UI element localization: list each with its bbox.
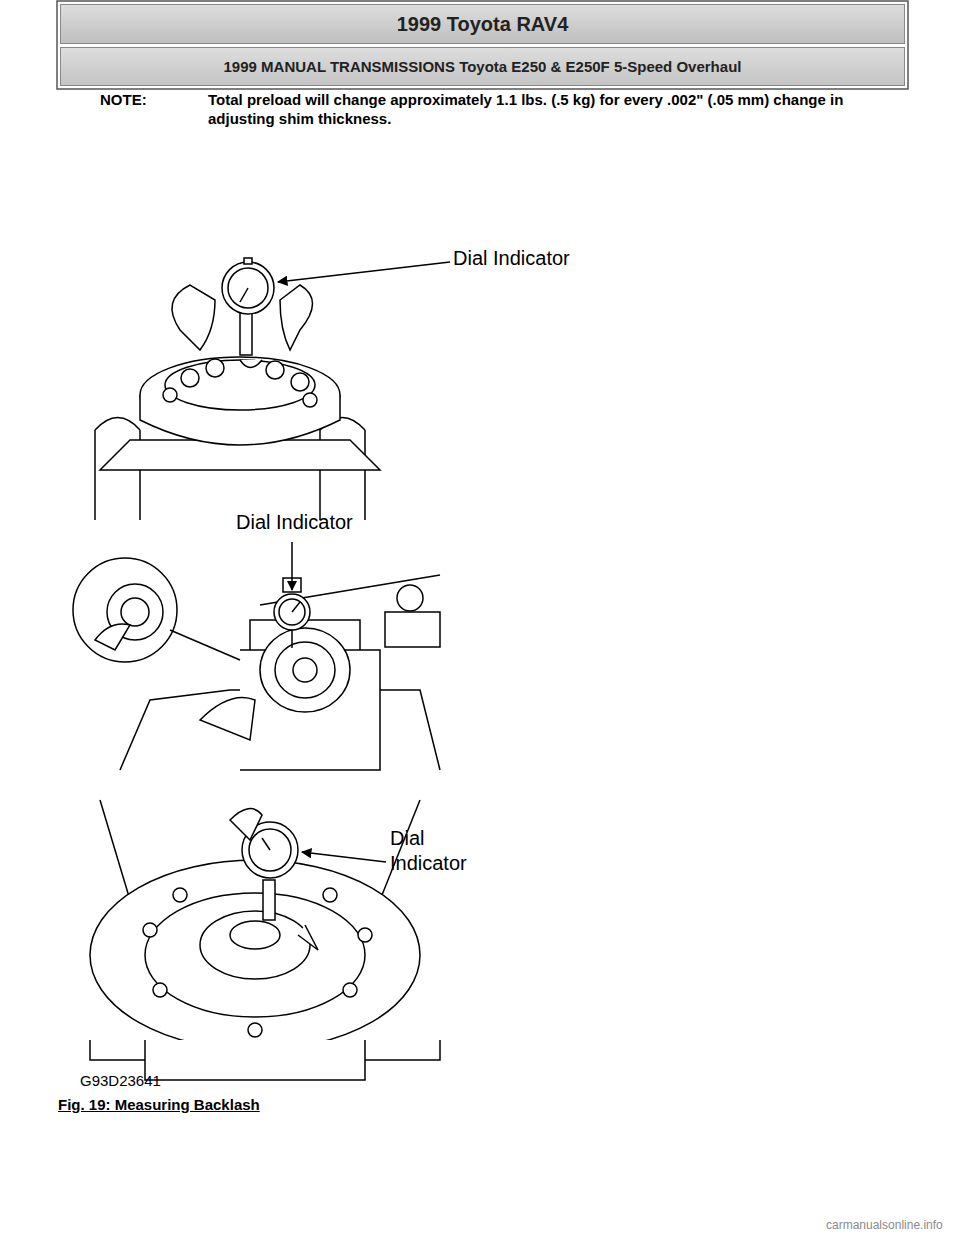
note-label: NOTE: bbox=[100, 91, 200, 110]
figure-top bbox=[95, 258, 380, 520]
part-label: Dial Indicator bbox=[390, 826, 485, 876]
part-label: Dial Indicator bbox=[236, 510, 436, 535]
section-title: 1999 MANUAL TRANSMISSIONS Toyota E250 & … bbox=[224, 58, 742, 75]
part-label: Dial Indicator bbox=[453, 246, 653, 271]
figure-middle bbox=[73, 558, 440, 770]
leader-line bbox=[278, 262, 450, 282]
note-text: Total preload will change approximately … bbox=[208, 91, 898, 129]
leader-line bbox=[291, 542, 293, 590]
page-title: 1999 Toyota RAV4 bbox=[397, 13, 569, 36]
leader-line bbox=[302, 852, 386, 862]
figure-bottom bbox=[90, 800, 440, 1080]
header-band: 1999 Toyota RAV4 bbox=[60, 4, 905, 44]
header-frame bbox=[57, 1, 908, 89]
figure-code: G93D23641 bbox=[80, 1072, 280, 1091]
header-band: 1999 MANUAL TRANSMISSIONS Toyota E250 & … bbox=[60, 47, 905, 86]
watermark: carmanualsonline.info bbox=[826, 1218, 960, 1233]
figure-caption: Fig. 19: Measuring Backlash bbox=[58, 1096, 260, 1113]
